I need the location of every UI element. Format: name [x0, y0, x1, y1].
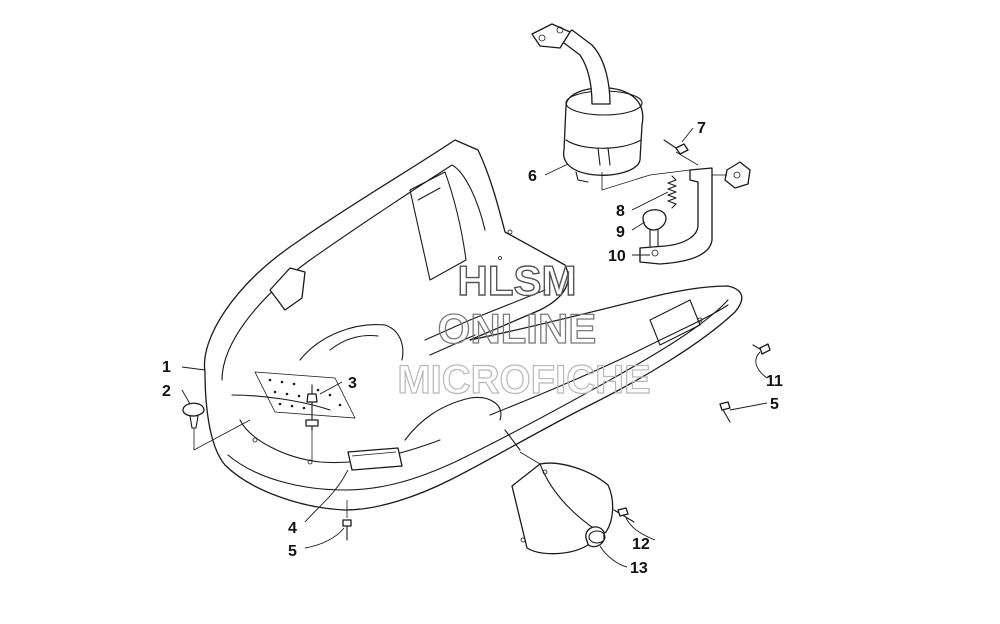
- callout-7: 7: [697, 120, 706, 137]
- callout-9: 9: [616, 224, 625, 241]
- bolt-part-7: [663, 139, 689, 155]
- rivet-part-12: [613, 507, 635, 523]
- belly-pan-part: [203, 139, 743, 511]
- watermark-line-1: HLSM: [458, 257, 577, 304]
- callout-6: 6: [528, 168, 537, 185]
- callout-3: 3: [348, 375, 357, 392]
- muffler-part: [531, 23, 644, 183]
- callout-11: 11: [766, 373, 783, 390]
- callout-13: 13: [630, 560, 648, 577]
- callout-5-left: 5: [288, 543, 297, 560]
- spring-part: [667, 175, 677, 209]
- callout-2: 2: [162, 383, 171, 400]
- callout-12: 12: [632, 536, 650, 553]
- callout-10: 10: [608, 248, 626, 265]
- leader-lines: [181, 127, 768, 568]
- rivet-part-5-right: [719, 401, 731, 423]
- rivet-part-5-left: [342, 500, 352, 541]
- callout-4: 4: [288, 520, 297, 537]
- push-rivet-part-2: [182, 402, 251, 451]
- callout-5-right: 5: [770, 396, 779, 413]
- rubber-bumper-part: [642, 209, 667, 247]
- screw-part-11: [752, 343, 771, 355]
- watermark-line-2: ONLINE: [438, 305, 597, 352]
- watermark-line-3: MICROFICHE: [397, 358, 650, 402]
- bolt-part-3: [305, 384, 319, 462]
- watermark: HLSM ONLINE MICROFICHE: [397, 256, 652, 402]
- callout-1: 1: [162, 359, 171, 376]
- callout-labels: 1 2 3 4 5 6 7 8 9 10 11 5 12 13: [162, 120, 783, 577]
- callout-8: 8: [616, 203, 625, 220]
- boot-part: [511, 451, 614, 555]
